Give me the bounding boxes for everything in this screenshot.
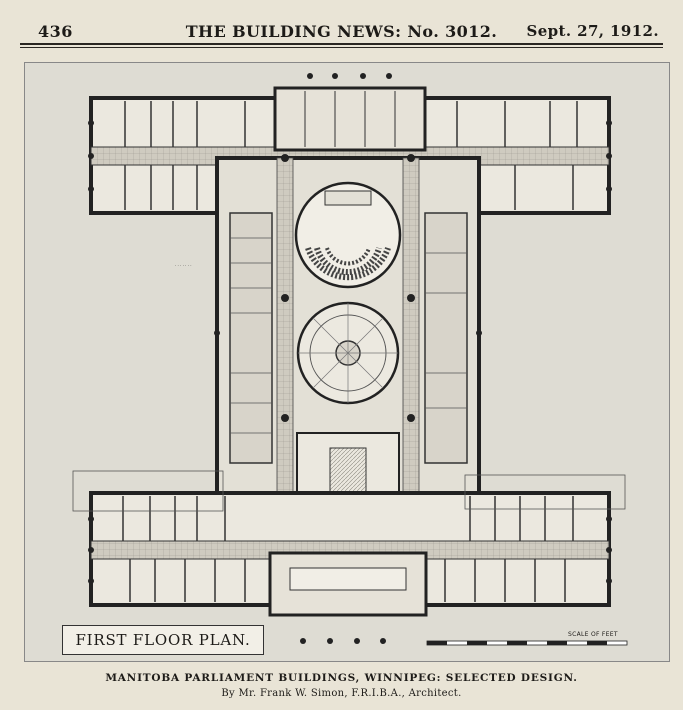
page-number: 436 [38, 22, 73, 41]
header-rule [20, 43, 663, 45]
floor-plan-drawing [72, 73, 628, 646]
figure-caption: MANITOBA PARLIAMENT BUILDINGS, WINNIPEG:… [105, 672, 578, 684]
scale-bar [426, 640, 628, 646]
plan-title: FIRST FLOOR PLAN. [62, 625, 264, 655]
architect-byline: By Mr. Frank W. Simon, F.R.I.B.A., Archi… [221, 688, 462, 699]
south-wing [72, 470, 626, 644]
header-rule-thin [20, 47, 663, 48]
page-header: 436 THE BUILDING NEWS: No. 3012. Sept. 2… [0, 0, 683, 48]
journal-title: THE BUILDING NEWS: No. 3012. [185, 22, 498, 41]
issue-date: Sept. 27, 1912. [526, 22, 659, 40]
scale-label: SCALE OF FEET [568, 631, 618, 638]
floor-plan-plate: · · · · · · · [24, 62, 670, 662]
chamber-note: · · · · · · · [175, 263, 192, 268]
